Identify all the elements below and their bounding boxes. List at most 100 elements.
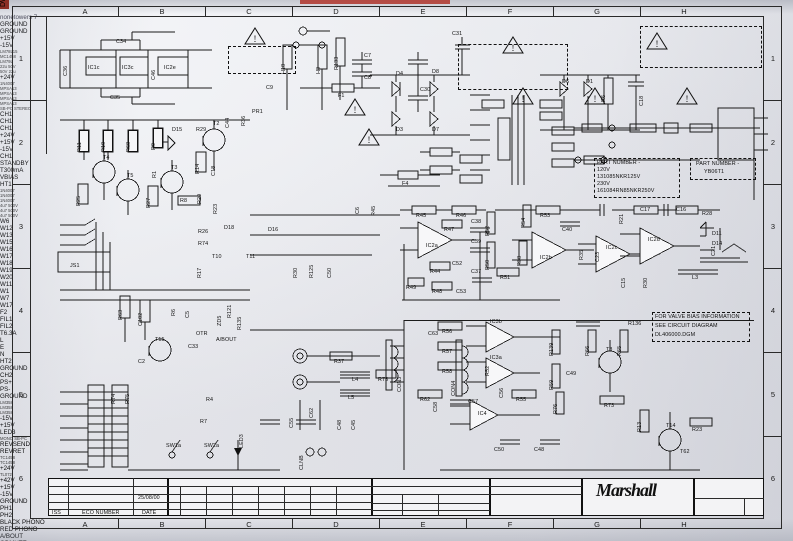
label-IC2c: IC2c bbox=[606, 245, 618, 251]
red-marker-artifact bbox=[300, 0, 450, 4]
sheet-scrawl: nonetowers 7 bbox=[0, 14, 38, 21]
label-T63A: T6.3A bbox=[0, 330, 17, 337]
label-minus15v-out: -15V bbox=[0, 491, 14, 498]
label-W20: W20 bbox=[0, 274, 13, 281]
label-R10: R10 bbox=[101, 141, 107, 152]
label-W16: W16 bbox=[0, 246, 13, 253]
label-D1: D1 bbox=[586, 79, 594, 85]
row-label-4: 4 bbox=[18, 306, 24, 315]
label-minus15v-left: -15V bbox=[0, 146, 14, 153]
eco-header-iss: ISS bbox=[52, 510, 61, 516]
label-F4: F4 bbox=[402, 181, 409, 187]
label-R23: R23 bbox=[213, 203, 219, 214]
label-LED3: LED3 bbox=[239, 434, 245, 448]
label-R133: R133 bbox=[334, 56, 340, 70]
label-plus15v-left: +15V bbox=[0, 139, 15, 146]
label-C6: C6 bbox=[355, 206, 361, 214]
label-red-phono: RED PHONO bbox=[0, 526, 38, 533]
label-T300mA: T300mA bbox=[0, 167, 24, 174]
label-C50b: C50 bbox=[327, 267, 333, 278]
col-label-bottom-G: G bbox=[594, 520, 600, 529]
label-IC4-type: TL072 bbox=[0, 472, 12, 477]
label-HT2: HT2 bbox=[0, 358, 12, 365]
label-W13: W13 bbox=[0, 232, 13, 239]
label-T2-type: MPSA13 bbox=[0, 86, 17, 91]
label-IC3b-type: TC1458 bbox=[0, 455, 15, 460]
label-C18-hv: C18 bbox=[639, 95, 645, 106]
label-C33: C33 bbox=[188, 344, 199, 350]
label-R139: R139 bbox=[549, 342, 555, 356]
label-D7: D7 bbox=[432, 127, 440, 133]
label-T8: T8 bbox=[606, 347, 613, 353]
label-T10: T10 bbox=[212, 254, 222, 260]
note-5-line-0: PART NUMBER - bbox=[696, 161, 740, 167]
row-label-1: 1 bbox=[18, 54, 24, 63]
label-C57: C57 bbox=[468, 399, 479, 405]
row-label-right-2: 2 bbox=[770, 138, 776, 147]
value-C7: 4u7 500V bbox=[0, 203, 18, 208]
label-H8: H8 bbox=[316, 66, 322, 74]
row-label-right-6: 6 bbox=[770, 474, 776, 483]
label-R50: R50 bbox=[485, 259, 491, 270]
col-label-H: H bbox=[681, 7, 687, 16]
label-JS5: LED3 bbox=[0, 429, 16, 436]
label-R136: R136 bbox=[628, 321, 642, 327]
label-SPACER: CLNB bbox=[299, 455, 305, 470]
label-C46: C46 bbox=[151, 69, 157, 80]
label-R125: R125 bbox=[309, 264, 315, 278]
svg-text:!: ! bbox=[522, 94, 525, 104]
label-plus15v-reg: +15V bbox=[0, 35, 15, 42]
label-R52: R52 bbox=[485, 225, 491, 236]
label-PSminus: PS- bbox=[0, 386, 11, 393]
label-C48b: C48 bbox=[337, 419, 343, 430]
label-IC3b: IC3b bbox=[490, 319, 502, 325]
label-D16: D16 bbox=[268, 227, 279, 233]
label-plus24v-rev: +24V bbox=[0, 465, 15, 472]
label-D18: D18 bbox=[224, 225, 235, 231]
note-part-number-131085nn bbox=[228, 46, 296, 74]
label-W18: W18 bbox=[0, 260, 13, 267]
label-T3-type: MPSA13 bbox=[0, 101, 17, 106]
label-C16: C16 bbox=[676, 207, 687, 213]
label-C49: C49 bbox=[566, 371, 577, 377]
label-R26: R26 bbox=[198, 229, 209, 235]
label-GROUND-mid: GROUND bbox=[0, 393, 28, 400]
note-4-line-0: PART NUMBER - bbox=[597, 160, 641, 166]
note-4-line-4: 161084RN85NKR250V bbox=[597, 188, 655, 194]
note-mains-filter-part bbox=[690, 158, 756, 180]
label-IC2e-type: LM79L bbox=[0, 59, 13, 64]
label-FIL1: FIL1 bbox=[0, 316, 13, 323]
label-C48: C48 bbox=[534, 447, 545, 453]
label-OTR: OTR bbox=[196, 331, 208, 337]
label-R30b: R30 bbox=[293, 267, 299, 278]
label-D14: D14 bbox=[712, 241, 723, 247]
col-label-F: F bbox=[507, 7, 513, 16]
label-W17b: W17 bbox=[0, 302, 13, 309]
label-R29: R29 bbox=[197, 193, 203, 204]
title-block bbox=[694, 478, 764, 516]
col-label-E: E bbox=[420, 7, 426, 16]
label-R4: R4 bbox=[206, 397, 214, 403]
label-IC2b: IC2b bbox=[540, 255, 552, 261]
value-D4: 1N4007 bbox=[0, 188, 15, 193]
brand-block bbox=[582, 478, 694, 516]
label-R55: R55 bbox=[516, 397, 527, 403]
label-PR1: PR1 bbox=[252, 109, 263, 115]
label-R75: R75 bbox=[125, 393, 131, 404]
value-C35: 50V 22u bbox=[0, 69, 16, 74]
label-IC2d-type: LM358 bbox=[0, 410, 13, 415]
note-4-line-3: 230V bbox=[597, 181, 610, 187]
label-mains-E: E bbox=[0, 344, 5, 351]
label-C102: C102 bbox=[138, 312, 144, 326]
label-CH1-bottom: CH1 bbox=[0, 153, 13, 160]
label-black-phono: BLACK PHONO bbox=[0, 519, 45, 526]
label-R56: R56 bbox=[442, 329, 453, 335]
label-IC3c-type: MC1458 bbox=[0, 54, 16, 59]
row-label-6: 6 bbox=[18, 474, 24, 483]
label-W11: W11 bbox=[0, 281, 13, 288]
label-W12: W12 bbox=[0, 225, 13, 232]
label-R57: R57 bbox=[442, 349, 453, 355]
marshall-logo: Marshall bbox=[596, 480, 657, 500]
value-C8: 4u7 500V bbox=[0, 208, 18, 213]
label-CLNB: A/BOUT bbox=[216, 337, 237, 343]
